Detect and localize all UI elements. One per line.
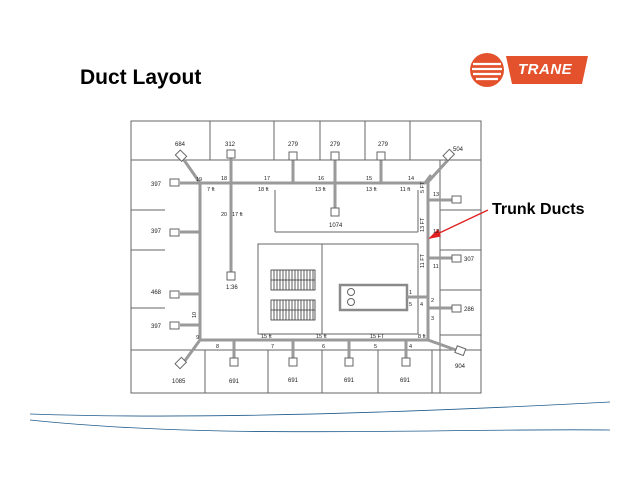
section-label: 10: [192, 312, 198, 318]
cfm-label: 279: [378, 142, 389, 148]
section-label: 20: [221, 212, 227, 218]
section-label: 4: [409, 344, 412, 350]
section-label: 15 ft: [261, 334, 272, 340]
cfm-label: 279: [288, 142, 299, 148]
diffusers: [169, 148, 467, 370]
cfm-label: 904: [455, 364, 466, 370]
stair-hatching: [270, 269, 316, 321]
trane-logo: [470, 53, 588, 87]
section-label: 5: [374, 344, 377, 350]
section-label: 15: [366, 176, 372, 182]
cfm-label: 279: [330, 142, 341, 148]
section-label: 3: [431, 316, 434, 322]
cfm-label: 397: [151, 229, 162, 235]
section-labels: 19 18 17 16 15 14 7 ft 18 ft 13 ft 13 ft…: [192, 176, 439, 350]
section-label: 16: [318, 176, 324, 182]
section-label: 18: [221, 176, 227, 182]
cfm-label: 691: [344, 378, 355, 384]
cfm-label: 684: [175, 142, 186, 148]
slide-title: Duct Layout: [80, 66, 202, 89]
cfm-label: 468: [151, 290, 162, 296]
cfm-label: 1074: [329, 223, 343, 229]
cfm-label: 307: [464, 257, 475, 263]
section-label: 13 FT: [420, 217, 426, 232]
cfm-label: 1:36: [226, 285, 238, 291]
section-label: 17 ft: [232, 212, 243, 218]
section-label: 11 FT: [420, 253, 426, 268]
section-label: 15 ft: [316, 334, 327, 340]
section-label: 8 ft: [418, 334, 426, 340]
trane-wordmark: TRANE: [518, 61, 573, 78]
trunk-ducts-callout: Trunk Ducts: [492, 201, 585, 218]
section-label: 14: [408, 176, 414, 182]
cfm-labels: 684 312 279 279 279 504 397 397 307 468 …: [151, 142, 475, 385]
section-label: 8: [216, 344, 219, 350]
trunk-ducts: [180, 156, 457, 363]
section-label: 9: [196, 335, 199, 341]
section-label: 2: [431, 298, 434, 304]
section-label: 6: [322, 344, 325, 350]
section-label: 17: [264, 176, 270, 182]
section-label: 7 ft: [207, 187, 215, 193]
section-label: 13 ft: [366, 187, 377, 193]
section-label: 18 ft: [258, 187, 269, 193]
cfm-label: 504: [453, 147, 464, 153]
cfm-label: 312: [225, 142, 236, 148]
decorative-swoosh: [29, 401, 611, 433]
callout-arrow: [428, 209, 489, 240]
cfm-label: 397: [151, 182, 162, 188]
cfm-label: 691: [229, 379, 240, 385]
section-label: 7: [271, 344, 274, 350]
section-label: 1: [409, 290, 412, 296]
cfm-label: 286: [464, 307, 475, 313]
section-label: 5: [409, 302, 412, 308]
section-label: 15 FT: [370, 334, 385, 340]
section-label: 13: [433, 192, 439, 198]
section-label: 11 ft: [400, 187, 411, 193]
section-label: 4: [420, 302, 423, 308]
section-label: 12: [433, 229, 439, 235]
cfm-label: 397: [151, 324, 162, 330]
cfm-label: 691: [288, 378, 299, 384]
section-label: 5 FT: [420, 181, 426, 193]
cfm-label: 691: [400, 378, 411, 384]
cfm-label: 1085: [172, 379, 186, 385]
section-label: 13 ft: [315, 187, 326, 193]
section-label: 19: [196, 177, 202, 183]
section-label: 11: [433, 264, 439, 270]
